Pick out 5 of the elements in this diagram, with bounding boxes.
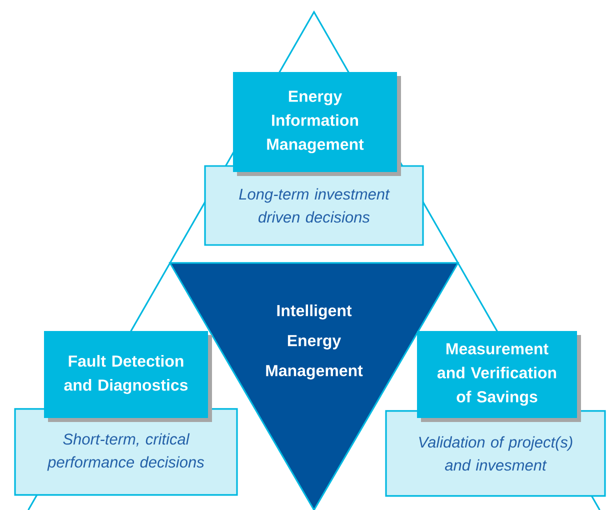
description-box: Validation of project(s) and invesment <box>385 410 606 497</box>
description-box: Long-term investment driven decisions <box>204 165 424 246</box>
title-box: Fault Detection and Diagnostics <box>44 330 212 422</box>
title-box: Measurement and Verification of Savings <box>417 330 581 422</box>
title-box: Energy Information Management <box>233 72 401 176</box>
